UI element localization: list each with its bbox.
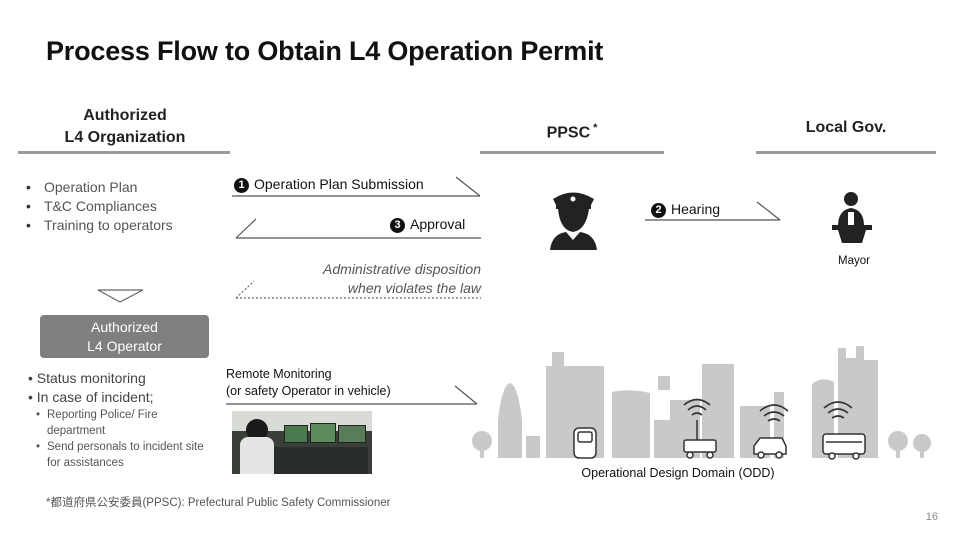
step-number: 2	[651, 203, 666, 218]
step-number: 1	[234, 178, 249, 193]
header-org-bar	[18, 151, 230, 154]
arrow-remote-monitoring	[226, 385, 478, 405]
remote-line1: Remote Monitoring	[226, 367, 332, 381]
mayor-label: Mayor	[838, 255, 870, 267]
step-hearing: 2 Hearing	[651, 201, 720, 218]
org-item-label: T&C Compliances	[44, 198, 157, 214]
odd-label: Operational Design Domain (ODD)	[581, 466, 775, 480]
tree-icon	[472, 431, 931, 458]
operator-subitem: •Reporting Police/ Fire department	[36, 407, 206, 439]
admin-line1: Administrative disposition	[323, 261, 481, 277]
org-item-label: Training to operators	[44, 217, 173, 233]
step-number: 3	[390, 218, 405, 233]
operator-box: Authorized L4 Operator	[40, 315, 209, 358]
arrow-approval	[235, 218, 481, 239]
arrow-admin-disposition	[235, 280, 481, 299]
operator-item: • In case of incident;	[28, 389, 154, 405]
operator-line1: Authorized	[91, 318, 158, 335]
org-item: •Operation Plan	[26, 179, 138, 195]
remote-line2: (or safety Operator in vehicle)	[226, 384, 391, 398]
step-label: Approval	[410, 216, 466, 232]
header-ppsc-mark: *	[593, 122, 598, 134]
monitoring-photo	[232, 411, 372, 474]
admin-line2: when violates the law	[347, 280, 481, 296]
page-title: Process Flow to Obtain L4 Operation Perm…	[46, 36, 604, 66]
operator-subitem-label: Send personals to incident site for assi…	[47, 441, 204, 469]
step-label: Operation Plan Submission	[254, 176, 424, 192]
operator-subitem: •Send personals to incident site for ass…	[36, 439, 206, 471]
operator-item-label: In case of incident;	[36, 389, 154, 405]
org-item: •T&C Compliances	[26, 198, 157, 214]
org-list: •Operation Plan •T&C Compliances •Traini…	[26, 178, 173, 235]
step-label: Hearing	[671, 201, 721, 217]
remote-monitoring-label: Remote Monitoring (or safety Operator in…	[226, 366, 391, 400]
operator-item: • Status monitoring	[28, 370, 146, 386]
org-item: •Training to operators	[26, 217, 173, 233]
header-gov-bar	[756, 151, 936, 154]
header-org: Authorized L4 Organization	[20, 105, 230, 149]
header-ppsc-label: PPSC	[546, 124, 591, 142]
header-org-line2: L4 Organization	[64, 129, 186, 146]
operator-sublist: •Reporting Police/ Fire department •Send…	[36, 407, 206, 471]
org-item-label: Operation Plan	[44, 179, 138, 195]
page-number: 16	[925, 511, 938, 523]
arrow-submission	[232, 176, 481, 197]
header-ppsc: PPSC*	[480, 117, 664, 144]
header-org-line1: Authorized	[83, 107, 167, 124]
operator-subitem-label: Reporting Police/ Fire department	[47, 409, 158, 437]
arrow-hearing	[645, 201, 781, 221]
wifi-signal-icon	[683, 398, 853, 422]
header-ppsc-bar	[480, 151, 664, 154]
operator-item-label: Status monitoring	[36, 370, 146, 386]
vehicle-icon	[573, 420, 866, 460]
header-gov: Local Gov.	[805, 119, 887, 136]
police-officer-icon	[550, 192, 597, 250]
mayor-podium-icon	[832, 192, 872, 243]
operator-list: • Status monitoring • In case of inciden…	[28, 369, 154, 407]
step-submission: 1 Operation Plan Submission	[234, 176, 424, 193]
down-arrow-icon	[97, 289, 144, 303]
operator-line2: L4 Operator	[87, 337, 162, 354]
step-approval: 3 Approval	[390, 216, 465, 233]
admin-disposition-label: Administrative disposition when violates…	[240, 260, 481, 298]
footnote: *都道府県公安委員(PPSC): Prefectural Public Safe…	[46, 497, 391, 509]
